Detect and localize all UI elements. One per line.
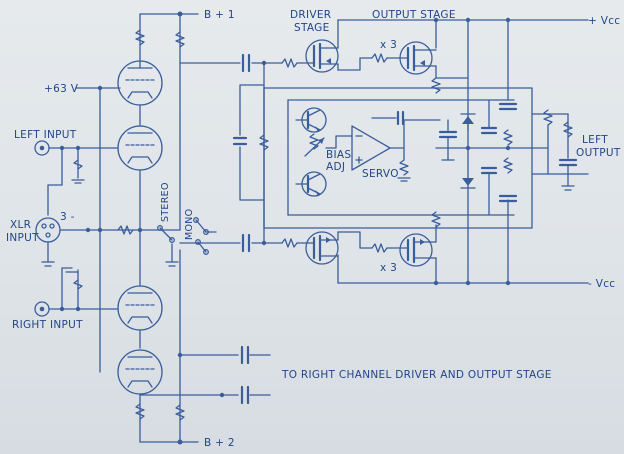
- output-stage-label: OUTPUT STAGE: [372, 9, 456, 21]
- left-output-label-line2: OUTPUT: [576, 147, 621, 159]
- decoupling-caps: [438, 99, 518, 216]
- bias-transistor-bottom: [295, 171, 327, 197]
- left-output-label-line1: LEFT: [582, 134, 608, 146]
- output-node: [435, 109, 589, 191]
- output-mosfet-top: [337, 41, 469, 94]
- x3-top-label: x 3: [380, 39, 397, 51]
- bias-network: [232, 84, 269, 201]
- xlr-label-line2: INPUT: [6, 232, 39, 244]
- b-plus-2-label: B + 2: [204, 437, 235, 449]
- b-plus-1-label: B + 1: [204, 9, 235, 21]
- vcc-negative-label: - Vcc: [588, 278, 615, 290]
- vcc-negative-rail: [337, 179, 589, 286]
- plus-63v-label: +63 V: [44, 83, 79, 95]
- driver-mosfet-bottom: [305, 231, 339, 265]
- b-plus-1-rail: [139, 11, 199, 231]
- coupling-caps: [179, 53, 267, 253]
- driver-mosfet-top: [305, 39, 339, 73]
- vcc-positive-label: + Vcc: [588, 15, 620, 27]
- stereo-mono-switch: [157, 217, 217, 267]
- tube-v4: [117, 349, 163, 401]
- driver-stage-label-line2: STAGE: [294, 22, 330, 34]
- zener-diodes: [460, 113, 476, 189]
- b-plus-2-rail: [139, 249, 199, 445]
- bias-label-line1: BIAS: [326, 149, 351, 161]
- right-channel-note: TO RIGHT CHANNEL DRIVER AND OUTPUT STAGE: [281, 369, 552, 381]
- tube-v1: [117, 57, 163, 121]
- output-mosfet-bottom: [337, 211, 441, 267]
- centre-loop: [263, 87, 533, 229]
- bias-transistor-top: [295, 107, 327, 133]
- servo-label: SERVO: [362, 168, 399, 180]
- tube-v3: [117, 229, 163, 349]
- left-input-label: LEFT INPUT: [14, 129, 77, 141]
- xlr-label-line1: XLR: [10, 219, 31, 231]
- xlr-input-connector: [35, 217, 141, 267]
- left-input-jack: [34, 140, 119, 216]
- right-input-jack: [34, 267, 119, 317]
- stereo-label: STEREO: [160, 182, 171, 222]
- bias-adj-arrow: [304, 133, 325, 157]
- right-channel-caps: [139, 345, 271, 405]
- right-input-label: RIGHT INPUT: [12, 319, 83, 331]
- bias-label-line2: ADJ: [326, 161, 345, 173]
- pin3-label: 3 -: [60, 211, 75, 223]
- servo-opamp: [325, 110, 441, 182]
- driver-stage-label-line1: DRIVER: [290, 9, 331, 21]
- tube-v2: [117, 119, 163, 231]
- mono-label: MONO: [184, 209, 195, 240]
- vcc-positive-rail: [337, 17, 589, 131]
- driver-gate-resistors: [263, 58, 309, 248]
- x3-bottom-label: x 3: [380, 262, 397, 274]
